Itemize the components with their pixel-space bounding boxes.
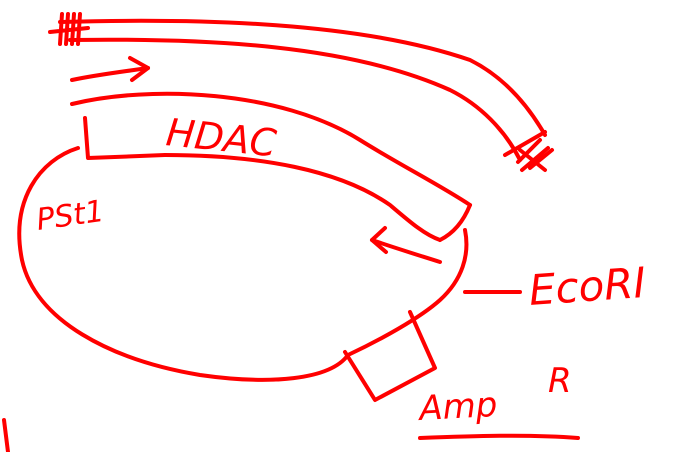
insert-left-end [83, 116, 167, 160]
fragment-right-hatch [503, 130, 554, 172]
hdac-insert [70, 91, 472, 242]
label-amp-superscript: R [548, 361, 572, 401]
amp-underline [418, 433, 580, 440]
label-amp: Amp [416, 385, 498, 429]
plasmid-backbone [17, 146, 469, 382]
fragment-top-line [58, 18, 547, 137]
insert-top-curve [70, 91, 472, 207]
label-ecori: EcoRI [527, 258, 647, 315]
linear-fragment [48, 12, 554, 172]
direction-arrow-top [70, 56, 150, 82]
insert-bottom-curve [163, 153, 442, 242]
ampr-gene [343, 310, 437, 402]
fragment-bottom-line [68, 37, 522, 162]
label-hdac: HDAC [164, 110, 279, 165]
label-pst1: PSt1 [34, 194, 106, 238]
direction-arrow-inner [370, 226, 442, 264]
edge-mark [2, 418, 10, 452]
insert-right-end [438, 203, 472, 242]
fragment-left-hatch [48, 12, 90, 46]
